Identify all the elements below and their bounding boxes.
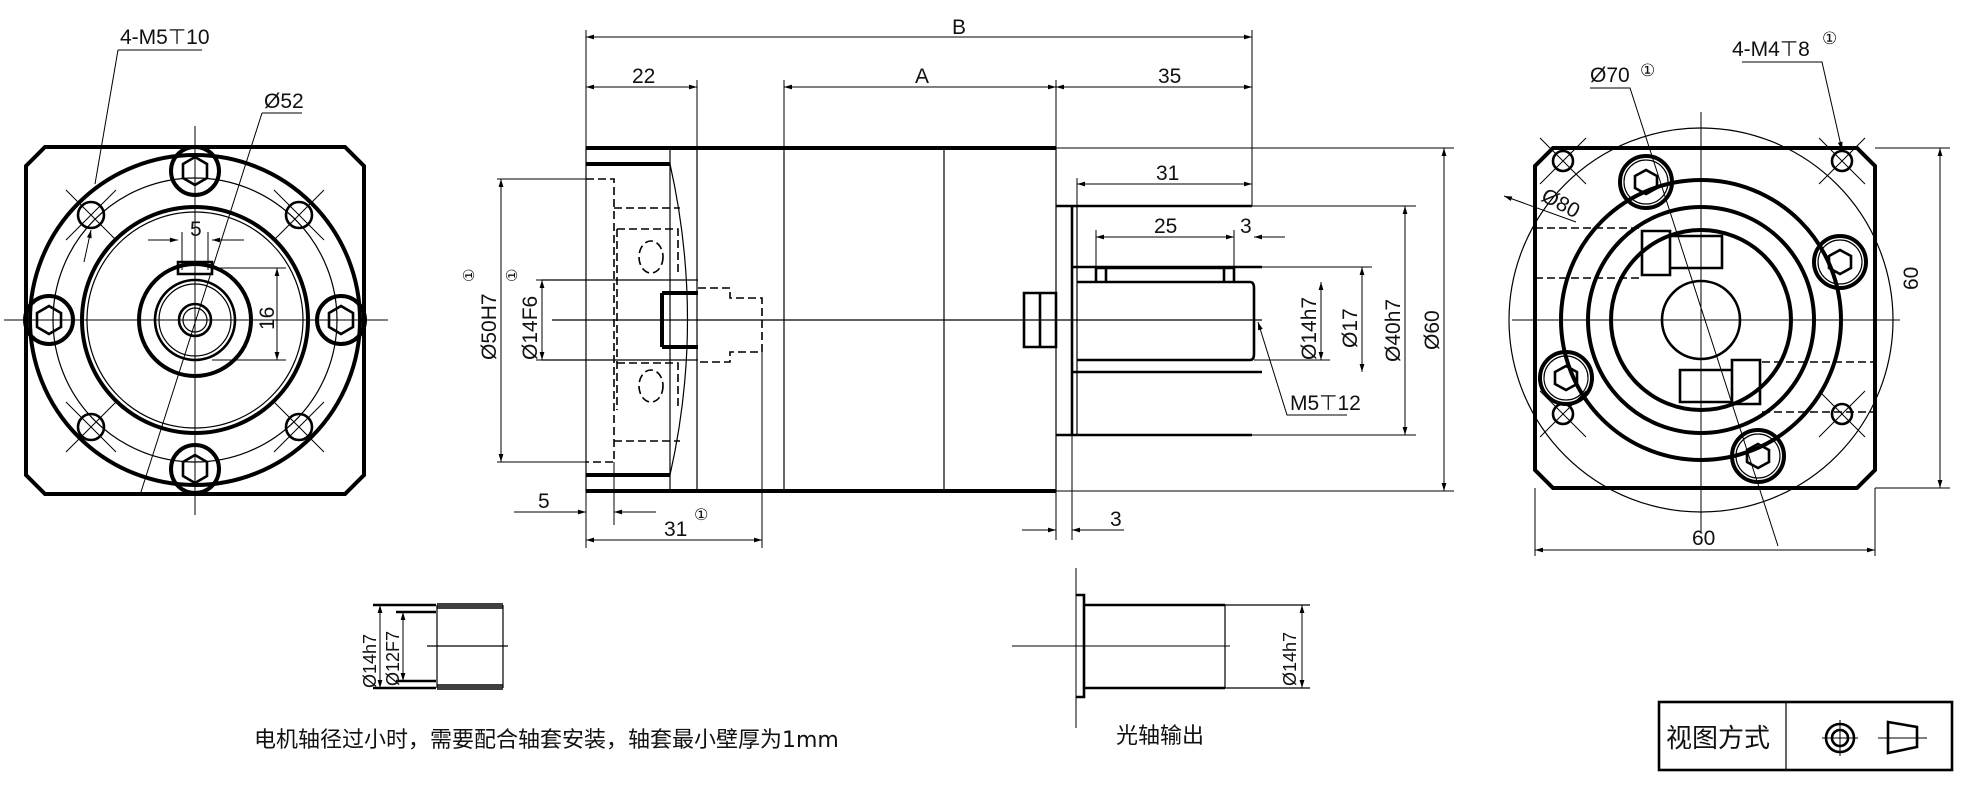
center-thread-label: M5⊤12 <box>1290 392 1361 415</box>
note-mark: ① <box>1822 29 1837 48</box>
pcd-label: Ø70 <box>1590 64 1630 87</box>
smooth-shaft-caption: 光轴输出 <box>1116 724 1204 749</box>
outer-dia-label: Ø80 <box>1538 184 1584 223</box>
height-label: 60 <box>1900 267 1923 290</box>
sleeve-inner-dia: Ø12F7 <box>383 631 403 686</box>
projection-label: 视图方式 <box>1666 724 1770 754</box>
threaded-hole-icon <box>1539 137 1866 438</box>
thread-label: 4-M5⊤10 <box>120 26 210 49</box>
note-mark: ① <box>461 269 478 282</box>
smooth-shaft-view: Ø14h7 <box>1012 568 1310 728</box>
dim-3-key: 3 <box>1240 215 1252 238</box>
input-flange-view: 4-M5⊤10 Ø52 5 16 <box>4 26 388 515</box>
dim-25-key: 25 <box>1154 215 1177 238</box>
note-mark: ① <box>694 507 708 524</box>
side-section-view: B 22 A 35 31 25 3 Ø50H7 ① Ø14F6 ① Ø14h7 … <box>461 16 1454 548</box>
thread-label: 4-M4⊤8 <box>1732 38 1810 61</box>
dim-31-shaft: 31 <box>1156 162 1179 185</box>
dim-flange-dia: Ø60 <box>1421 310 1444 350</box>
note-mark: ① <box>1640 61 1655 80</box>
shaft-sleeve-view: Ø14h7 Ø12F7 <box>360 603 508 690</box>
dim-35: 35 <box>1158 65 1181 88</box>
first-angle-projection-icon <box>1822 720 1927 756</box>
dim-b: B <box>952 16 966 39</box>
dim-shaft-dia: Ø14h7 <box>1298 297 1321 360</box>
dim-31-input: 31 <box>664 518 687 541</box>
key-height-label: 16 <box>256 307 279 330</box>
dim-3-flange: 3 <box>1110 508 1122 531</box>
sleeve-outer-dia: Ø14h7 <box>360 634 380 688</box>
dim-bore-shaft: Ø14F6 <box>519 296 542 360</box>
output-flange-view: 4-M4⊤8 ① Ø70 ① Ø80 60 60 <box>1503 29 1950 556</box>
bolt-hex-icon <box>1538 154 1868 484</box>
width-label: 60 <box>1692 527 1715 550</box>
note-mark: ① <box>504 269 521 282</box>
threaded-hole-icon <box>65 189 325 453</box>
shaft-dia: Ø14h7 <box>1280 632 1300 686</box>
dim-a: A <box>915 65 929 88</box>
key-width-label: 5 <box>190 218 202 241</box>
pitch-dia-label: Ø52 <box>264 90 304 113</box>
dim-pilot-dia: Ø40h7 <box>1382 299 1405 362</box>
projection-table: 视图方式 <box>1657 700 1954 772</box>
dim-bore-pilot: Ø50H7 <box>478 293 501 360</box>
sleeve-note: 电机轴径过小时，需要配合轴套安装，轴套最小壁厚为1mm <box>254 728 839 753</box>
dim-shoulder-dia: Ø17 <box>1339 308 1362 348</box>
dim-22: 22 <box>632 65 655 88</box>
dim-5: 5 <box>538 490 550 513</box>
